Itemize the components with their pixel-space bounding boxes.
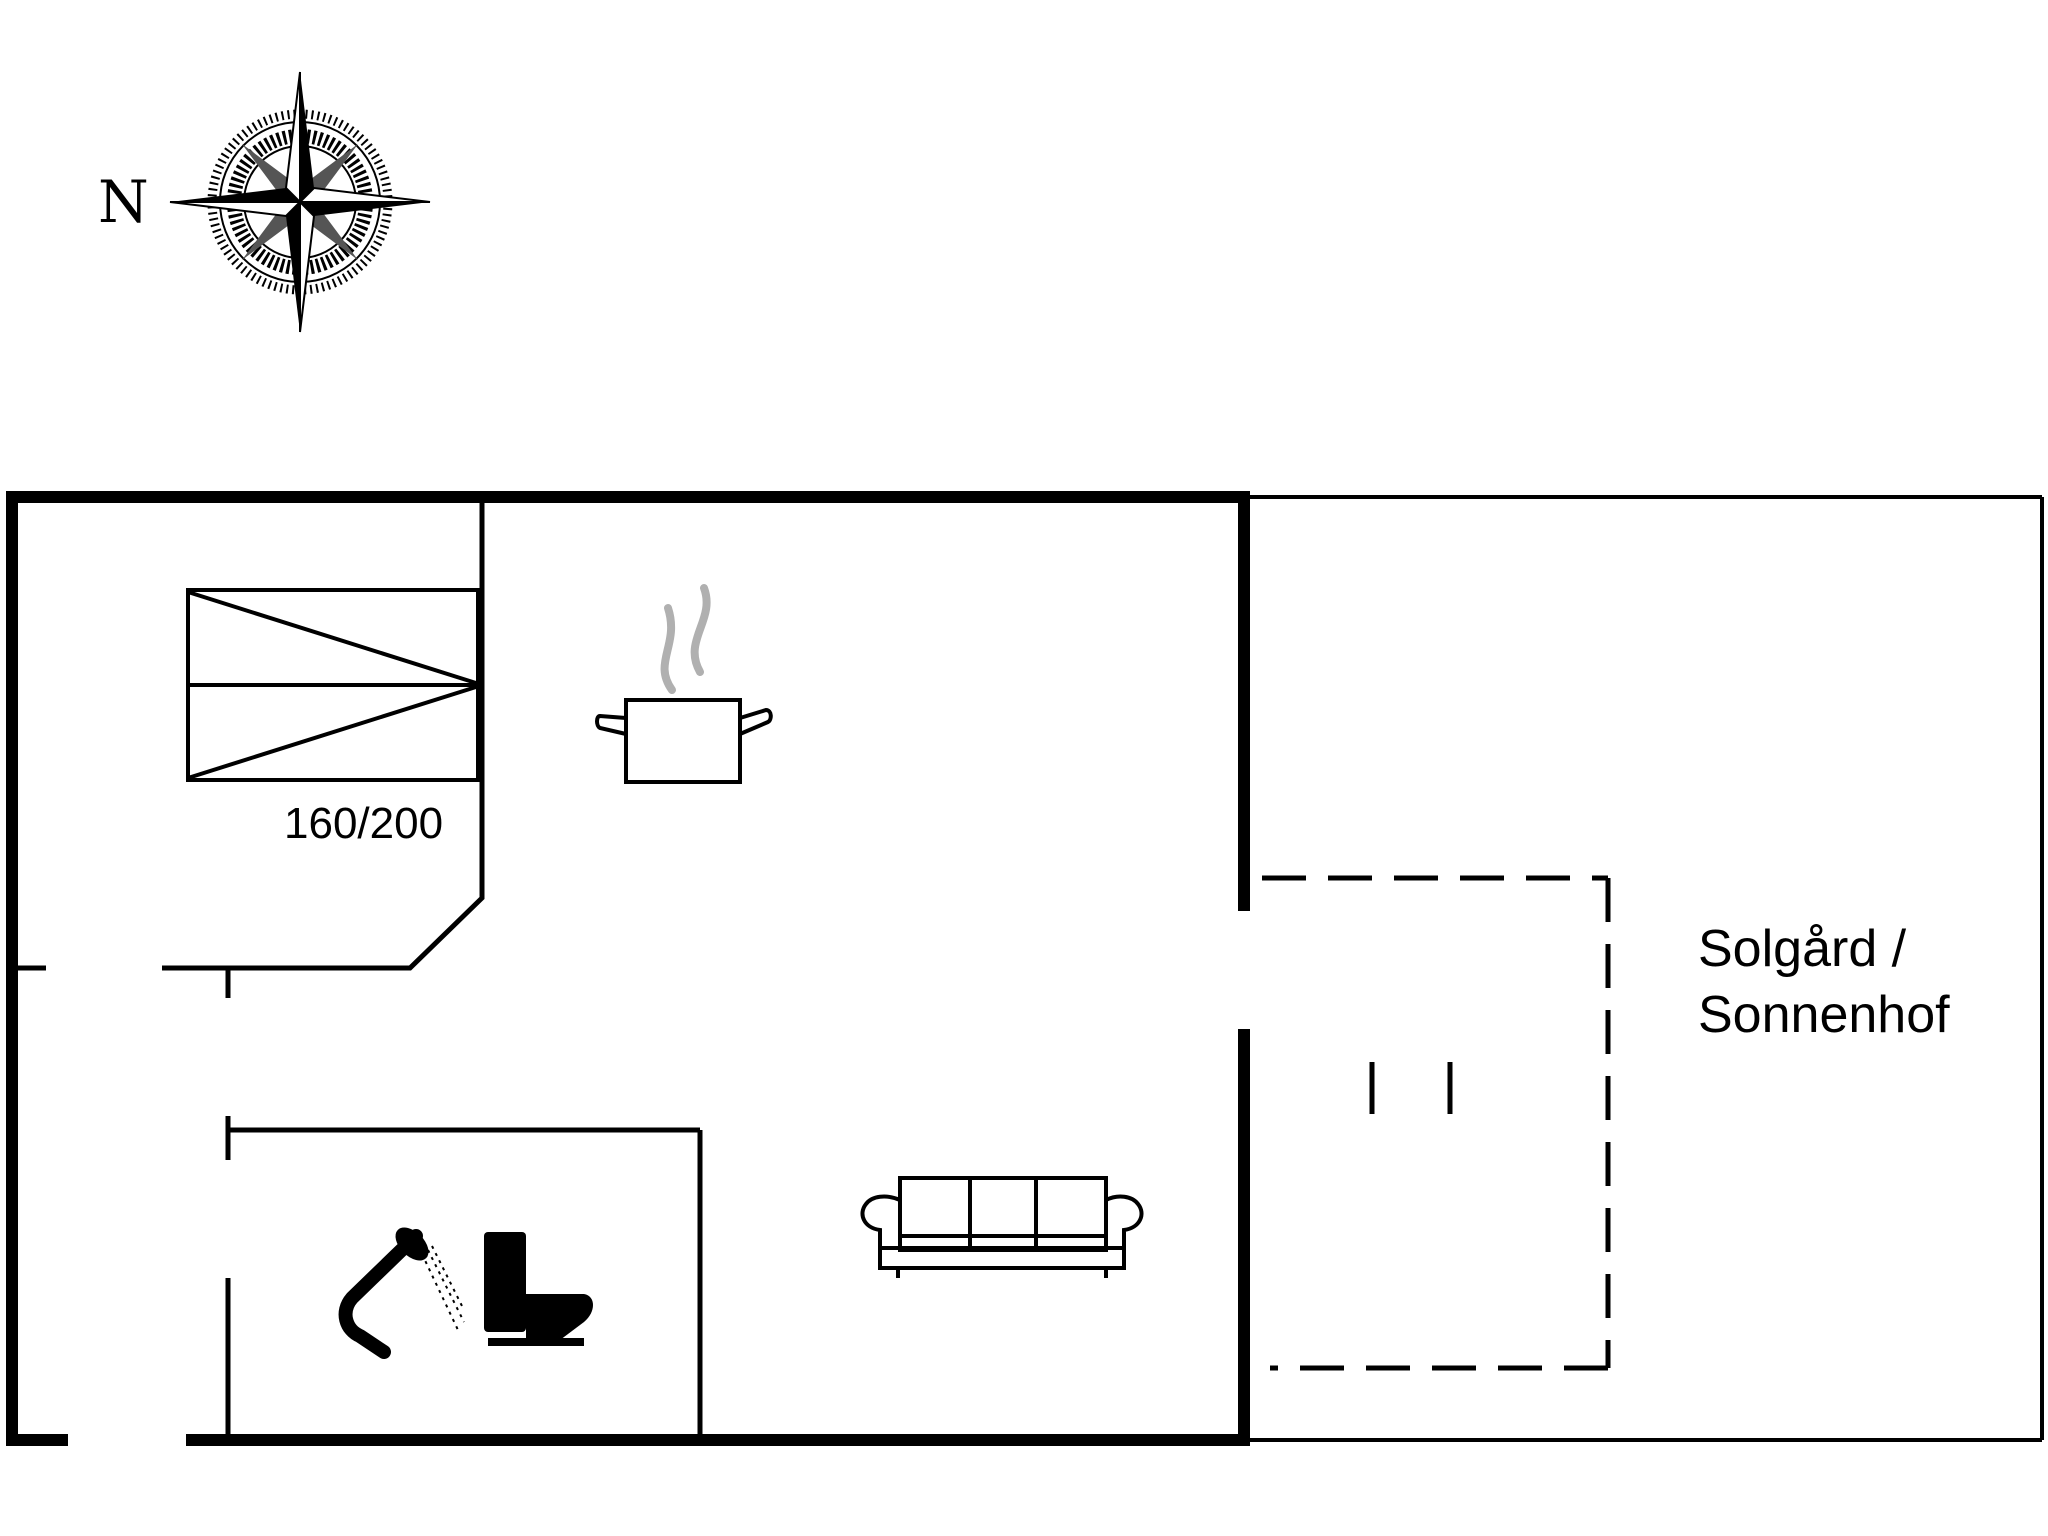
compass-north-label: N — [98, 168, 149, 236]
terrace-marks — [1369, 1062, 1453, 1114]
compass-rose-icon — [169, 71, 431, 333]
outdoor-area-outline — [1244, 495, 2044, 1442]
shower-icon — [338, 1227, 465, 1359]
house-name-line-2: Sonnenhof — [1698, 986, 1950, 1044]
toilet-icon — [484, 1232, 593, 1346]
interior-walls — [12, 503, 703, 1440]
double-bed-icon — [186, 588, 480, 782]
terrace-area-dashed — [1262, 875, 1611, 1371]
cooking-pot-icon — [595, 584, 773, 784]
sofa-icon — [860, 1176, 1144, 1278]
bed-size-label: 160/200 — [284, 799, 443, 848]
exterior-walls — [6, 491, 1250, 1446]
house-name-line-1: Solgård / — [1698, 920, 1907, 978]
